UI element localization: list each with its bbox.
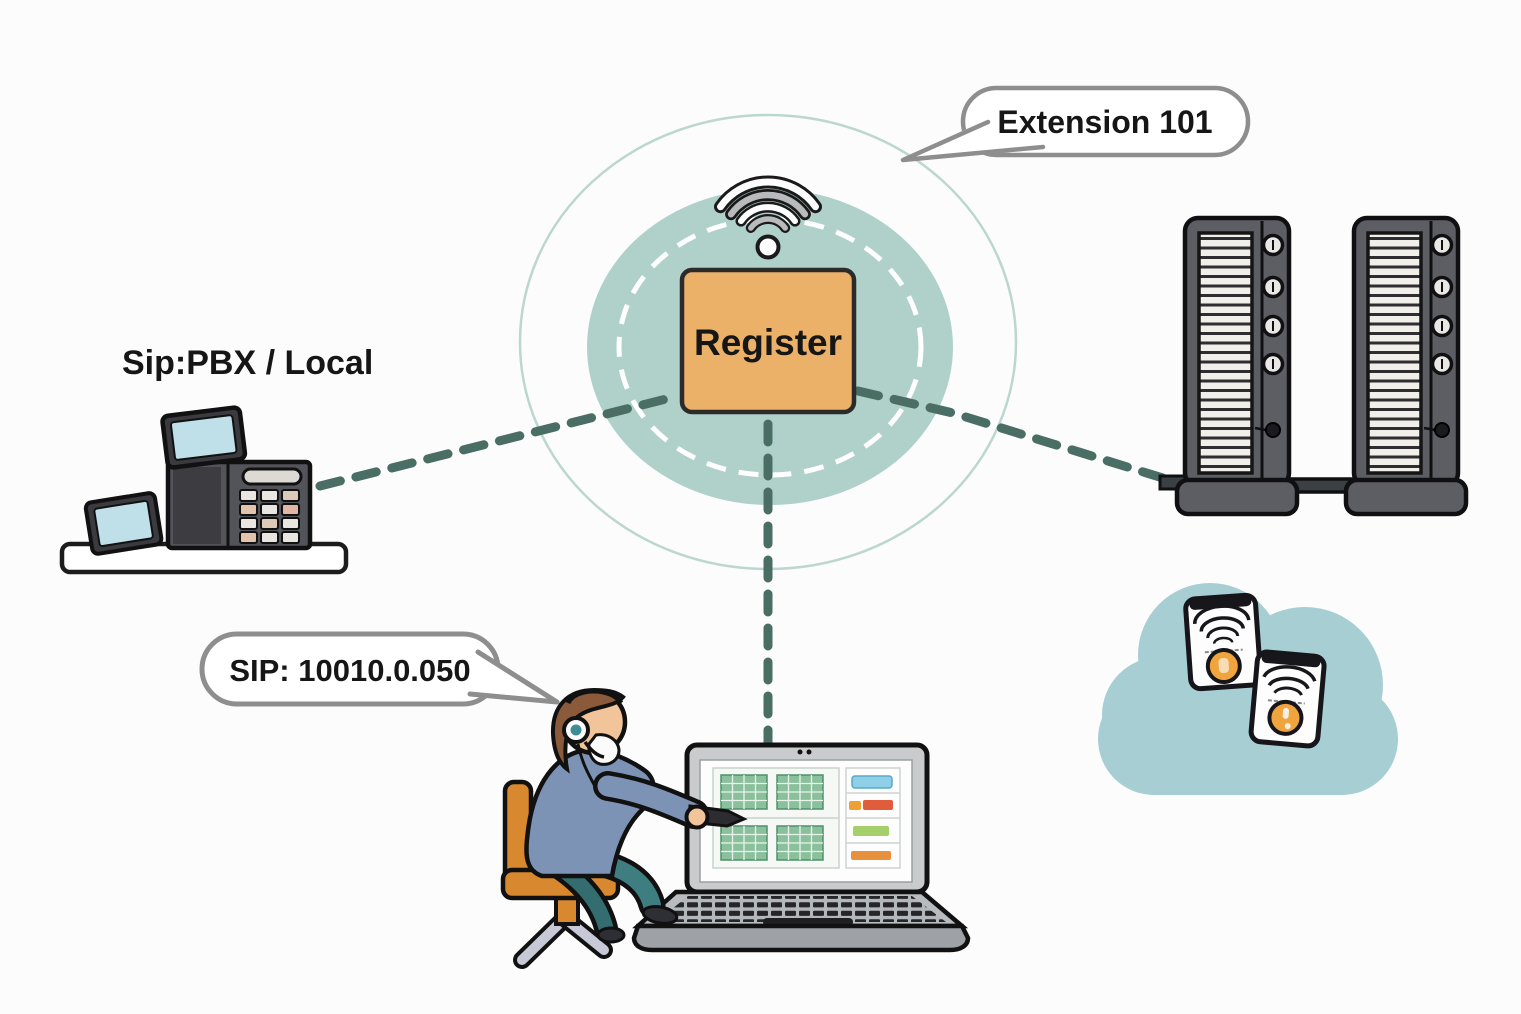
- wifi-icon: [714, 175, 822, 260]
- dashed-connectors: [315, 386, 1171, 753]
- screen-table: [720, 825, 768, 861]
- register-label: Register: [694, 322, 842, 363]
- sip-bubble-text: SIP: 10010.0.050: [229, 653, 470, 688]
- server-racks: [1158, 218, 1466, 514]
- phone-keypad: [239, 489, 300, 544]
- headset-icon: [562, 688, 624, 791]
- extension-bubble-shape: [960, 85, 1251, 158]
- extension-bubble: Extension 101: [900, 85, 1251, 163]
- server-rack-right-icon: [1346, 218, 1466, 514]
- phone-body-shade: [173, 467, 221, 544]
- desk-phone-icon: [59, 405, 349, 575]
- extension-bubble-text: Extension 101: [997, 104, 1212, 140]
- cloud-icon: [1098, 583, 1398, 795]
- speaker-device-icon: [1183, 592, 1264, 692]
- screen-table: [776, 825, 824, 861]
- phone-display: [160, 405, 248, 470]
- screen-table: [776, 774, 824, 810]
- phone-handset-slot: [241, 467, 303, 486]
- connector-pbx-to-hub: [315, 391, 683, 491]
- shoe-front: [641, 905, 679, 925]
- screen-sidebar: [845, 767, 901, 869]
- person-hair: [550, 687, 626, 774]
- hub-dashed-circle: [616, 216, 924, 478]
- screen-table: [720, 774, 768, 810]
- person-torso: [524, 747, 656, 879]
- server-rack-left-icon: [1177, 218, 1297, 514]
- face-mask: [587, 733, 621, 766]
- person-hand: [684, 804, 710, 830]
- laptop-base: [631, 923, 971, 953]
- headset-mic: [583, 740, 605, 759]
- laptop-keys: [656, 896, 946, 922]
- pbx-label: Sip:PBX / Local: [122, 344, 373, 382]
- person-arm: [593, 771, 748, 830]
- phone-tablet: [83, 491, 164, 556]
- speaker-device-icon-2: [1248, 649, 1327, 749]
- sip-bubble: SIP: 10010.0.050: [199, 631, 560, 707]
- connector-hub-to-servers: [853, 386, 1171, 484]
- agent-person: [500, 687, 748, 969]
- register-box: Register: [679, 267, 857, 415]
- register-box-shape: [679, 267, 857, 415]
- shoe-back: [596, 926, 626, 944]
- laptop-icon: [631, 742, 971, 953]
